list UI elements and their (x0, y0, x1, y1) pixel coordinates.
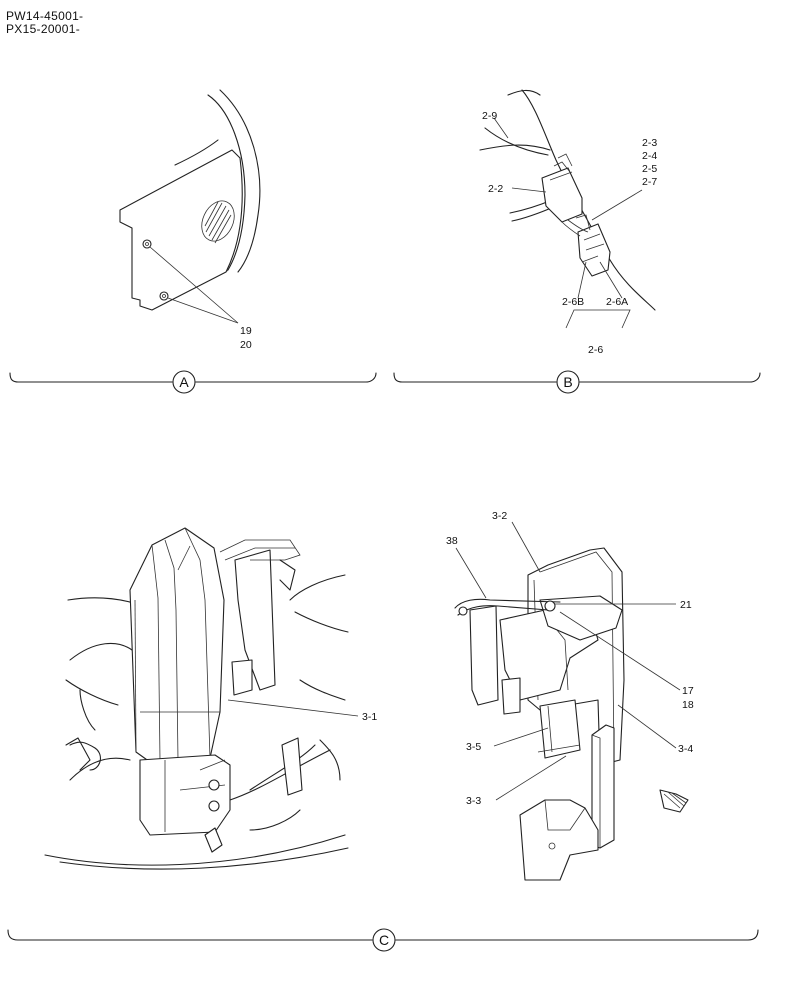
view-b-drawing (479, 89, 656, 311)
view-b-marker (556, 370, 580, 394)
label-3-1: 3-1 (362, 711, 377, 723)
label-3-4: 3-4 (678, 743, 693, 755)
view-a-bracket-left (9, 372, 173, 383)
label-38: 38 (446, 535, 458, 547)
label-2-3: 2-3 (642, 137, 657, 149)
view-c-bracket-left (7, 929, 373, 941)
label-3-3: 3-3 (466, 795, 481, 807)
view-c-right-drawing (454, 547, 689, 881)
view-c-caption: C (379, 932, 389, 948)
view-b-bracket-left (393, 372, 557, 383)
label-2-5: 2-5 (642, 163, 657, 175)
label-18: 18 (682, 699, 694, 711)
vent-grille (201, 200, 235, 244)
label-2-6: 2-6 (588, 344, 603, 356)
view-a-drawing (119, 89, 261, 324)
view-c-bracket-right (395, 929, 759, 941)
view-c-left-drawing (44, 527, 349, 870)
view-b-caption: B (563, 374, 572, 390)
label-2-7: 2-7 (642, 176, 657, 188)
bolt-19-upper (142, 239, 152, 249)
label-2-6A: 2-6A (606, 296, 628, 308)
label-20: 20 (240, 339, 252, 351)
label-17: 17 (682, 685, 694, 697)
label-2-9: 2-9 (482, 110, 497, 122)
view-a-caption: A (179, 374, 189, 390)
label-2-2: 2-2 (488, 183, 503, 195)
label-2-6B: 2-6B (562, 296, 584, 308)
group-2-6-bracket (565, 309, 631, 329)
view-b-bracket-right (579, 372, 761, 383)
label-2-4: 2-4 (642, 150, 657, 162)
label-21: 21 (680, 599, 692, 611)
view-c-marker (372, 928, 396, 952)
view-a-bracket-right (195, 372, 377, 383)
model-code-1: PW14-45001- (6, 9, 84, 23)
model-code-2: PX15-20001- (6, 22, 81, 36)
bolt-19-lower (159, 291, 169, 301)
view-a-marker (172, 370, 196, 394)
label-3-2: 3-2 (492, 510, 507, 522)
label-19: 19 (240, 325, 252, 337)
label-3-5: 3-5 (466, 741, 481, 753)
